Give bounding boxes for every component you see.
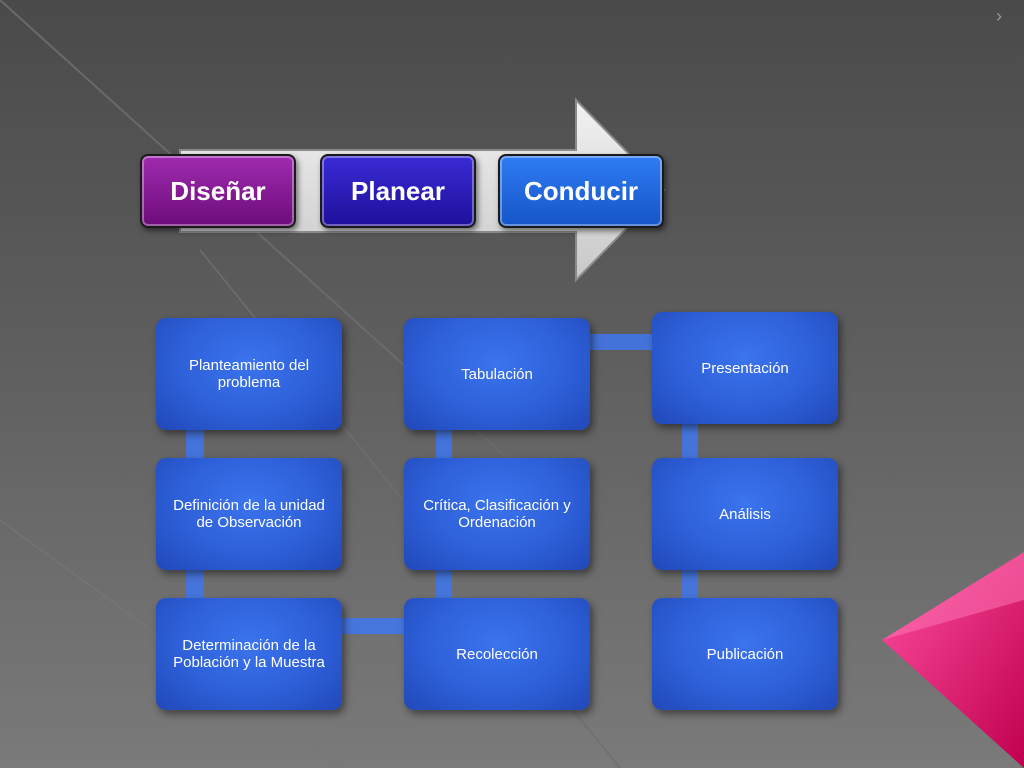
box-recoleccion: Recolección xyxy=(404,598,590,710)
step-planear: Planear xyxy=(320,154,476,228)
box-definicion: Definición de la unidad de Observación xyxy=(156,458,342,570)
box-analisis: Análisis xyxy=(652,458,838,570)
box-tabulacion: Tabulación xyxy=(404,318,590,430)
box-publicacion: Publicación xyxy=(652,598,838,710)
box-critica: Crítica, Clasificación y Ordenación xyxy=(404,458,590,570)
box-presentacion: Presentación xyxy=(652,312,838,424)
box-determinacion: Determinación de la Población y la Muest… xyxy=(156,598,342,710)
box-planteamiento: Planteamiento del problema xyxy=(156,318,342,430)
bullet-icon: › xyxy=(996,6,1002,26)
step-conducir: Conducir xyxy=(498,154,664,228)
step-disenar: Diseñar xyxy=(140,154,296,228)
